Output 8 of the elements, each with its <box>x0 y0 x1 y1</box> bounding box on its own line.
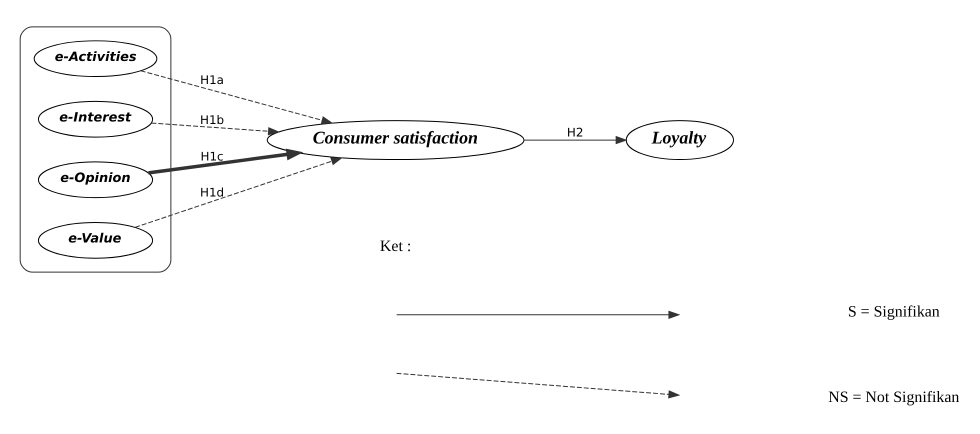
edge-label: H1c <box>200 149 224 164</box>
edge-label: H1b <box>200 112 224 126</box>
edge-label: H1d <box>200 184 224 199</box>
label: Ket : <box>380 238 412 255</box>
edge-label: H2 <box>566 125 584 140</box>
legend-label: S = Signifikan <box>848 303 940 320</box>
legend-label: NS = Not Signifikan <box>828 388 960 406</box>
edge-label: H1a <box>200 72 224 87</box>
